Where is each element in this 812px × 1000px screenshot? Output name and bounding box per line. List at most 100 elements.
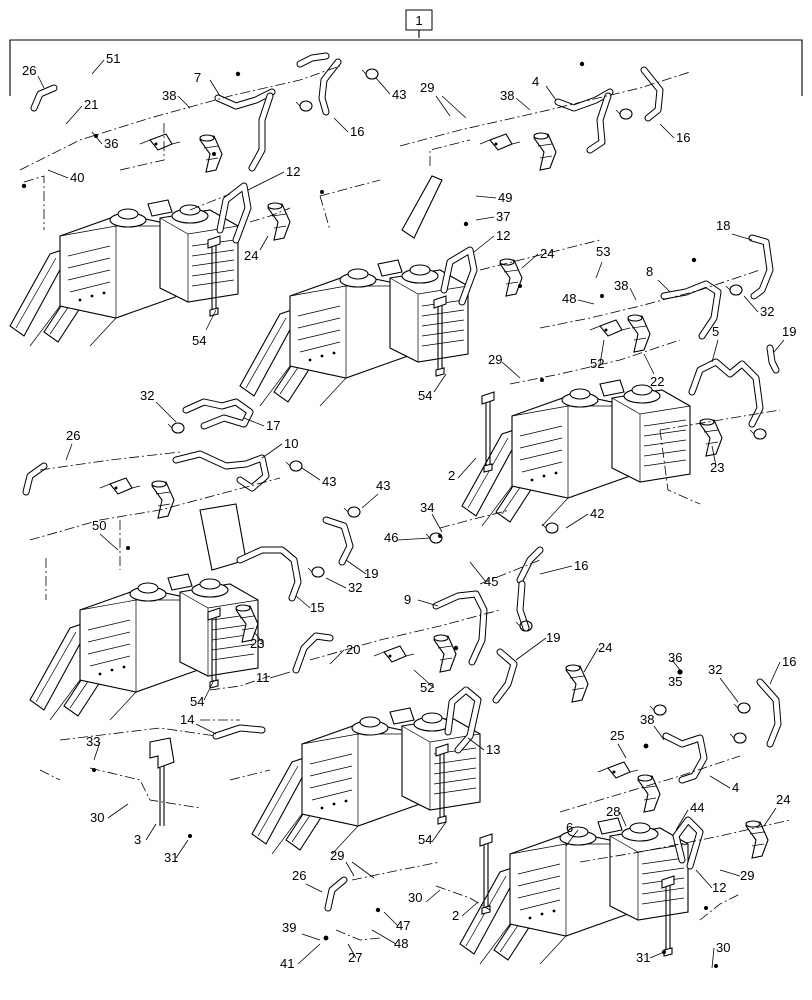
- clamp-32a: [725, 284, 743, 296]
- fitting-22: [627, 314, 651, 353]
- fitting-c: [151, 480, 175, 519]
- callout-24: 24: [540, 246, 554, 261]
- callout-42: 42: [590, 506, 604, 521]
- callout-16: 16: [350, 124, 364, 139]
- callout-46: 46: [384, 530, 398, 545]
- callout-38: 38: [614, 278, 628, 293]
- assembly-number: 1: [415, 13, 422, 28]
- row-unit-4: [29, 573, 259, 721]
- callout-12: 12: [496, 228, 510, 243]
- callout-33: 33: [86, 734, 100, 749]
- clamp-32b: [167, 422, 185, 434]
- row-unit-1: [9, 199, 239, 347]
- callout-45: 45: [484, 574, 498, 589]
- callout-52: 52: [420, 680, 434, 695]
- clamp-42: [541, 522, 559, 534]
- callout-10: 10: [284, 436, 298, 451]
- callout-12: 12: [286, 164, 300, 179]
- row-unit-6: [459, 817, 689, 965]
- callout-49: 49: [498, 190, 512, 205]
- callout-2: 2: [452, 908, 459, 923]
- leader-lines: [37, 59, 785, 969]
- callout-44: 44: [690, 800, 704, 815]
- callout-35: 35: [668, 674, 682, 689]
- bracket-3: [149, 737, 175, 769]
- callout-54: 54: [192, 333, 206, 348]
- callout-4: 4: [732, 780, 739, 795]
- callout-30: 30: [90, 810, 104, 825]
- clamp-43c: [343, 506, 361, 518]
- fitting-a: [199, 134, 223, 173]
- callout-36: 36: [104, 136, 118, 151]
- callout-43: 43: [376, 478, 390, 493]
- callout-15: 15: [310, 600, 324, 615]
- callout-18: 18: [716, 218, 730, 233]
- callout-16: 16: [676, 130, 690, 145]
- callout-48: 48: [562, 291, 576, 306]
- callout-32: 32: [140, 388, 154, 403]
- callout-34: 34: [420, 500, 434, 515]
- callout-5: 5: [712, 324, 719, 339]
- callout-54: 54: [418, 388, 432, 403]
- row-unit-2: [239, 259, 469, 407]
- callout-43: 43: [322, 474, 336, 489]
- callout-14: 14: [180, 712, 194, 727]
- callout-16: 16: [574, 558, 588, 573]
- callout-26: 26: [292, 868, 306, 883]
- fitting-24a: [267, 202, 291, 241]
- callout-47: 47: [396, 918, 410, 933]
- callout-2: 2: [448, 468, 455, 483]
- callout-22: 22: [650, 374, 664, 389]
- callout-labels: 26 51 7 43 21 38 36 40 16 29 4 38 16 12 …: [22, 51, 796, 971]
- clamp-32d: [733, 702, 751, 714]
- fitting-24d: [745, 820, 769, 859]
- callout-38: 38: [162, 88, 176, 103]
- callout-50: 50: [92, 518, 106, 533]
- callout-31: 31: [636, 950, 650, 965]
- callout-40: 40: [70, 170, 84, 185]
- callout-43: 43: [392, 87, 406, 102]
- callout-12: 12: [712, 880, 726, 895]
- rod-3: [159, 766, 165, 826]
- bracket-c: [589, 319, 631, 337]
- callout-54: 54: [190, 694, 204, 709]
- callout-3: 3: [134, 832, 141, 847]
- hose-group: [22, 52, 782, 912]
- callout-8: 8: [646, 264, 653, 279]
- callout-52: 52: [590, 356, 604, 371]
- fitting-e: [637, 774, 661, 813]
- bracket-b: [479, 133, 521, 151]
- callout-4: 4: [532, 74, 539, 89]
- callout-48: 48: [394, 936, 408, 951]
- callout-6: 6: [566, 820, 573, 835]
- callout-20: 20: [346, 642, 360, 657]
- callout-13: 13: [486, 742, 500, 757]
- bracket-d: [99, 477, 141, 495]
- callout-38: 38: [640, 712, 654, 727]
- callout-29: 29: [420, 80, 434, 95]
- callout-30: 30: [716, 940, 730, 955]
- callout-19: 19: [782, 324, 796, 339]
- callout-24: 24: [598, 640, 612, 655]
- callout-32: 32: [760, 304, 774, 319]
- clamp-e: [729, 732, 747, 744]
- callout-51: 51: [106, 51, 120, 66]
- callout-19: 19: [364, 566, 378, 581]
- callout-16: 16: [782, 654, 796, 669]
- callout-11: 11: [256, 670, 270, 685]
- clamp-a: [295, 100, 313, 112]
- callout-31: 31: [164, 850, 178, 865]
- callout-9: 9: [404, 592, 411, 607]
- callout-30: 30: [408, 890, 422, 905]
- callout-21: 21: [84, 97, 98, 112]
- fitting-d: [433, 634, 457, 673]
- clamp-43a: [361, 68, 379, 80]
- callout-17: 17: [266, 418, 280, 433]
- callout-39: 39: [282, 920, 296, 935]
- callout-54: 54: [418, 832, 432, 847]
- clamp-32c: [307, 566, 325, 578]
- callout-53: 53: [596, 244, 610, 259]
- callout-28: 28: [606, 804, 620, 819]
- callout-38: 38: [500, 88, 514, 103]
